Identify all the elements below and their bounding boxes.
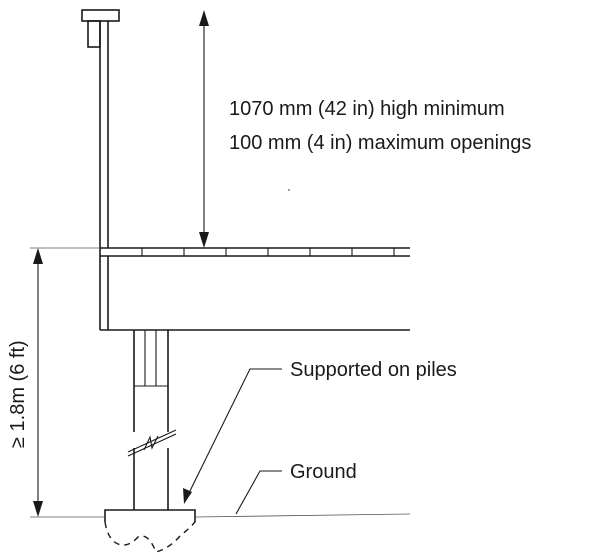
guard-post [99,21,109,330]
railing-height-label-line1: 1070 mm (42 in) high minimum [229,98,505,120]
deck-joist [100,256,410,331]
piles-leader [183,368,282,504]
ground-label: Ground [290,461,357,483]
railing-height-dimension [199,10,209,248]
ground-line [194,513,411,518]
deck-boards [100,247,410,257]
piles-label: Supported on piles [290,359,457,381]
dimension-extension-lines [30,247,105,518]
dot-mark [288,189,290,191]
deck-height-label: ≥ 1.8m (6 ft) [7,340,29,448]
pile [127,330,177,510]
railing-height-label-line2: 100 mm (4 in) maximum openings [229,132,531,154]
deck-height-dimension [33,248,43,517]
ground-leader [235,470,282,515]
pile-footing [104,509,196,553]
